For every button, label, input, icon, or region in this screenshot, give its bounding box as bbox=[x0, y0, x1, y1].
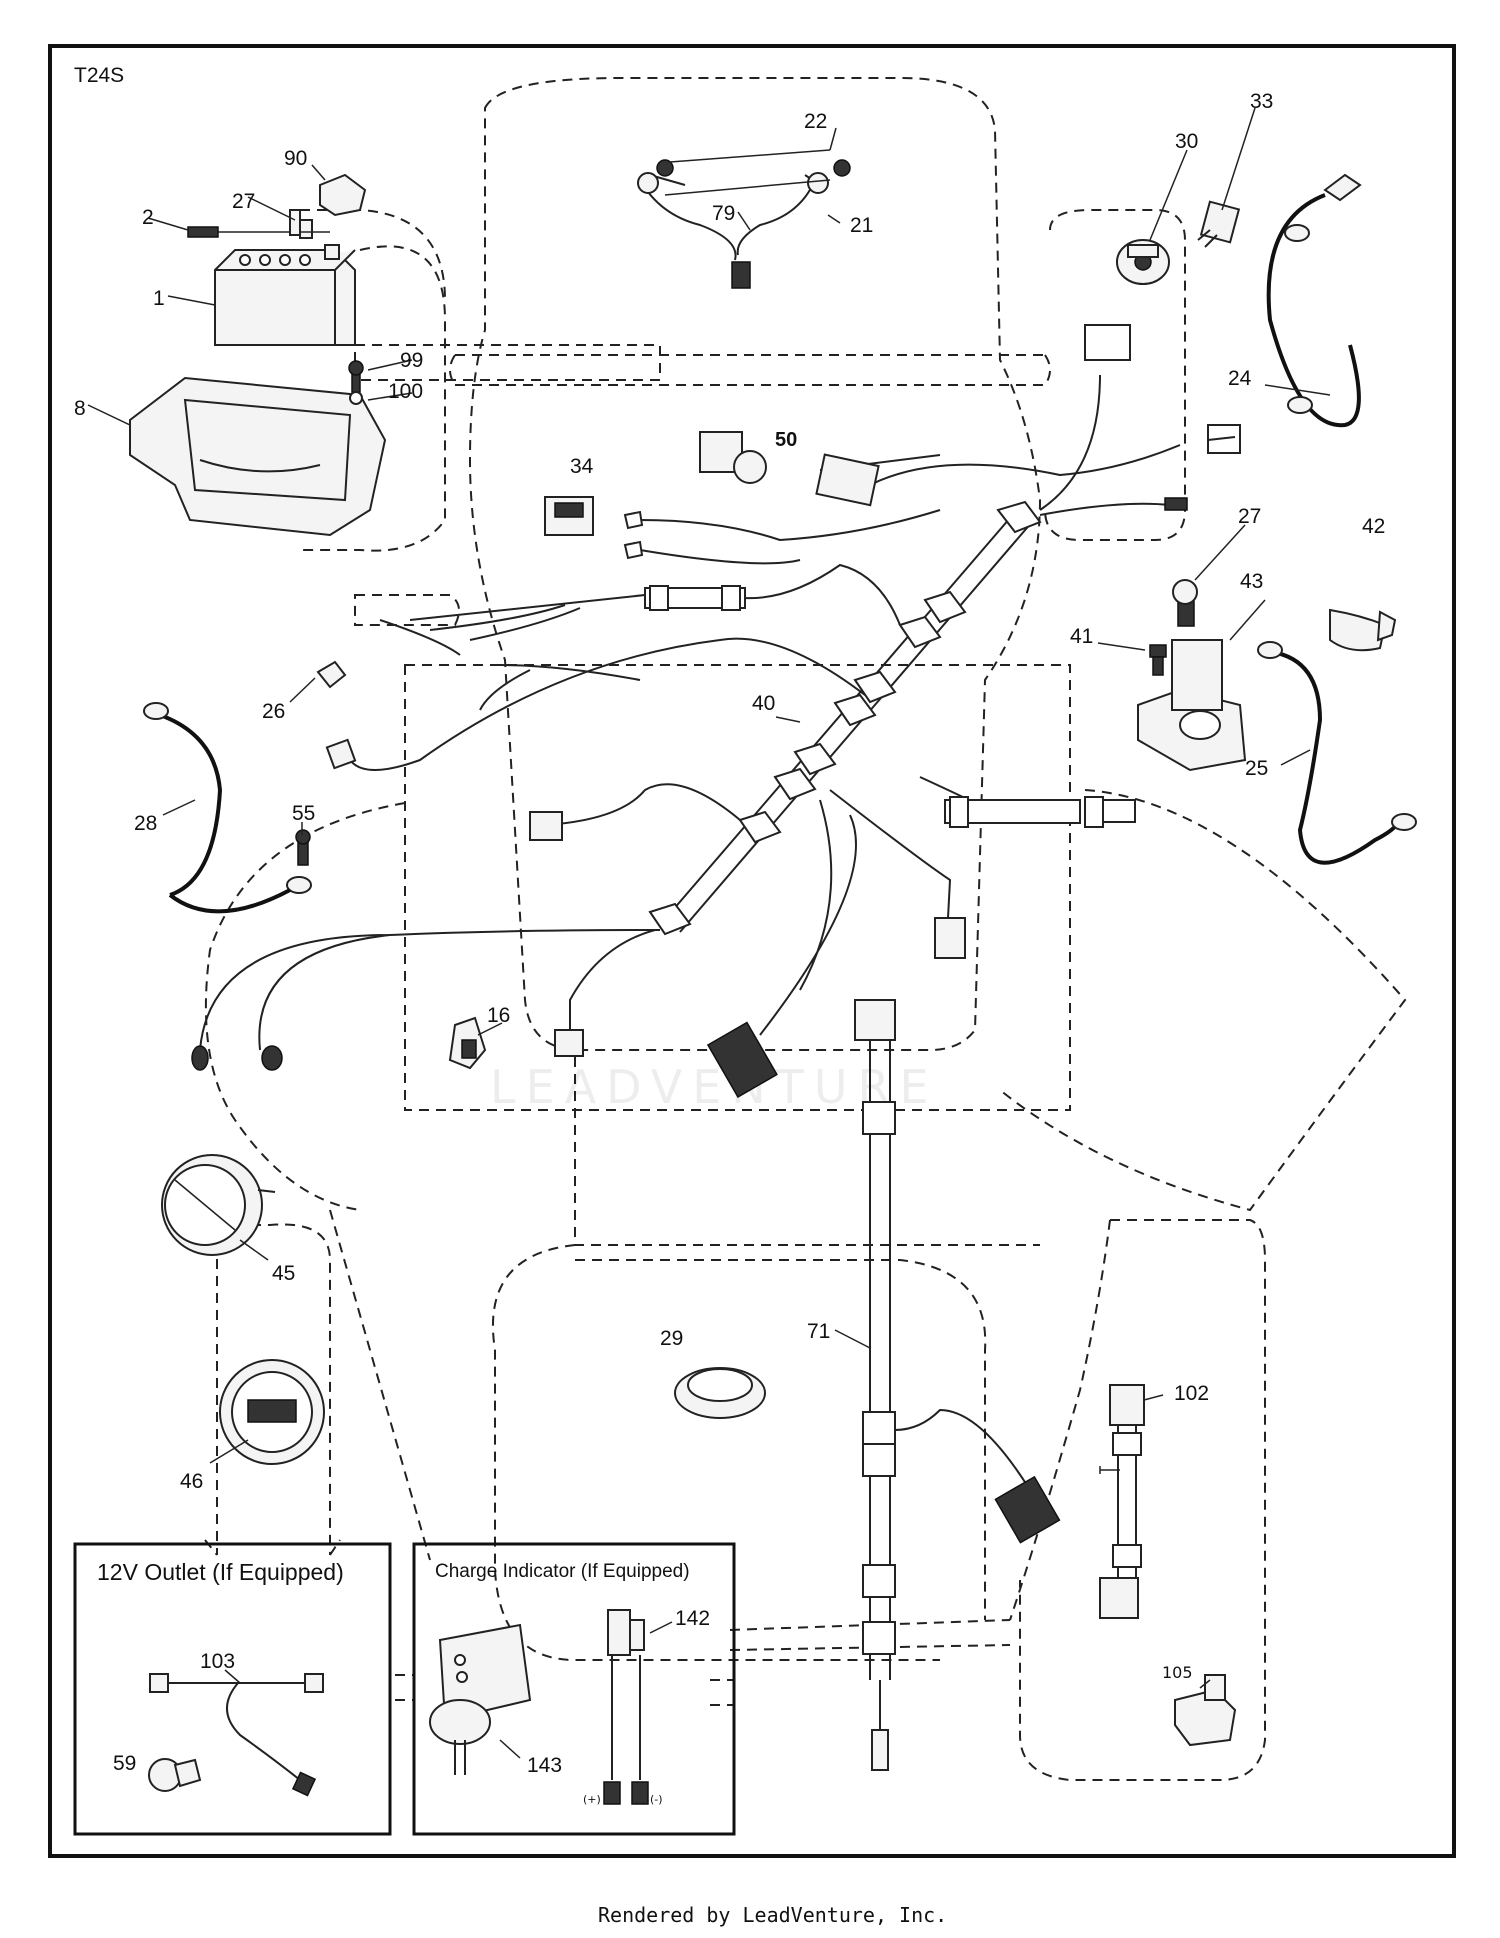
main-harness bbox=[199, 324, 1241, 1099]
label-55: 55 bbox=[292, 802, 315, 825]
part-labels: 90 27 2 1 99 100 8 22 79 21 30 33 24 34 … bbox=[74, 90, 1385, 1682]
label-40: 40 bbox=[752, 692, 775, 715]
label-71: 71 bbox=[807, 1320, 830, 1343]
cable-25 bbox=[1257, 641, 1417, 865]
footer-credit: Rendered by LeadVenture, Inc. bbox=[598, 1903, 947, 1927]
inset-charge-frame bbox=[412, 1542, 736, 1836]
harness-102 bbox=[1099, 1384, 1145, 1619]
tractor-outline bbox=[204, 77, 1407, 1781]
label-142: 142 bbox=[675, 1607, 710, 1630]
battery-tray bbox=[129, 376, 387, 537]
label-30: 30 bbox=[1175, 130, 1198, 153]
label-2: 2 bbox=[142, 206, 154, 229]
label-26: 26 bbox=[262, 700, 285, 723]
label-1: 1 bbox=[153, 287, 165, 310]
outlet-title: 12V Outlet (If Equipped) bbox=[97, 1559, 344, 1585]
watermark: LEADVENTURE bbox=[490, 1060, 939, 1114]
label-33: 33 bbox=[1250, 90, 1273, 113]
battery-cover-90 bbox=[319, 173, 367, 217]
label-50: 50 bbox=[775, 429, 797, 451]
boot-42 bbox=[1329, 608, 1397, 652]
diagram-code: T24S bbox=[74, 64, 124, 87]
label-28: 28 bbox=[134, 812, 157, 835]
inset-charge-indicator: Charge Indicator (If Equipped) 143 142 (… bbox=[412, 1542, 736, 1836]
cable-24 bbox=[1266, 173, 1362, 428]
label-45: 45 bbox=[272, 1262, 295, 1285]
solenoid-43 bbox=[1137, 579, 1247, 772]
hourmeter-46 bbox=[219, 1359, 325, 1465]
label-24: 24 bbox=[1228, 367, 1252, 390]
label-46: 46 bbox=[180, 1470, 203, 1493]
label-99: 99 bbox=[400, 349, 423, 372]
switch-16 bbox=[448, 1016, 487, 1070]
label-59: 59 bbox=[113, 1752, 136, 1775]
diagram-frame bbox=[48, 44, 1456, 1858]
label-42: 42 bbox=[1362, 515, 1385, 538]
plug-105 bbox=[1174, 1674, 1237, 1747]
minus-terminal: (-) bbox=[650, 1793, 663, 1806]
ignition-switch bbox=[1116, 239, 1170, 285]
switch-34 bbox=[544, 496, 594, 536]
label-34: 34 bbox=[570, 455, 594, 478]
battery bbox=[214, 219, 356, 346]
bolt-41 bbox=[1149, 644, 1167, 676]
label-8: 8 bbox=[74, 397, 86, 420]
label-21: 21 bbox=[850, 214, 873, 237]
inset-12v-frame bbox=[73, 1542, 392, 1836]
label-41: 41 bbox=[1070, 625, 1093, 648]
label-79: 79 bbox=[712, 202, 735, 225]
label-27-b: 27 bbox=[1238, 505, 1261, 528]
ammeter-45 bbox=[161, 1154, 276, 1256]
ground-cable-28 bbox=[143, 702, 312, 914]
inset-12v-outlet: 12V Outlet (If Equipped) 103 59 bbox=[73, 1542, 392, 1836]
label-103: 103 bbox=[200, 1650, 235, 1673]
headlight-harness bbox=[637, 149, 851, 289]
screw-55 bbox=[295, 829, 311, 866]
label-22: 22 bbox=[804, 110, 827, 133]
label-102: 102 bbox=[1174, 1382, 1209, 1405]
label-25: 25 bbox=[1245, 757, 1268, 780]
label-29: 29 bbox=[660, 1327, 683, 1350]
label-16: 16 bbox=[487, 1004, 510, 1027]
charge-title: Charge Indicator (If Equipped) bbox=[435, 1561, 690, 1582]
battery-bolt bbox=[187, 209, 330, 238]
switch-50 bbox=[699, 431, 767, 484]
leader-lines bbox=[87, 107, 1331, 1689]
label-143: 143 bbox=[527, 1754, 562, 1777]
grounded-terminals bbox=[191, 1045, 283, 1071]
label-90: 90 bbox=[284, 147, 307, 170]
fuse-26 bbox=[316, 660, 347, 689]
plus-terminal: (+) bbox=[583, 1793, 601, 1806]
label-100: 100 bbox=[388, 380, 423, 403]
label-43: 43 bbox=[1240, 570, 1263, 593]
harness-71 bbox=[854, 999, 1061, 1771]
label-27-a: 27 bbox=[232, 190, 255, 213]
label-105: 105 bbox=[1162, 1663, 1193, 1682]
plug-29 bbox=[674, 1367, 766, 1419]
bolt-99 bbox=[348, 360, 364, 405]
relay-33 bbox=[1197, 200, 1241, 248]
